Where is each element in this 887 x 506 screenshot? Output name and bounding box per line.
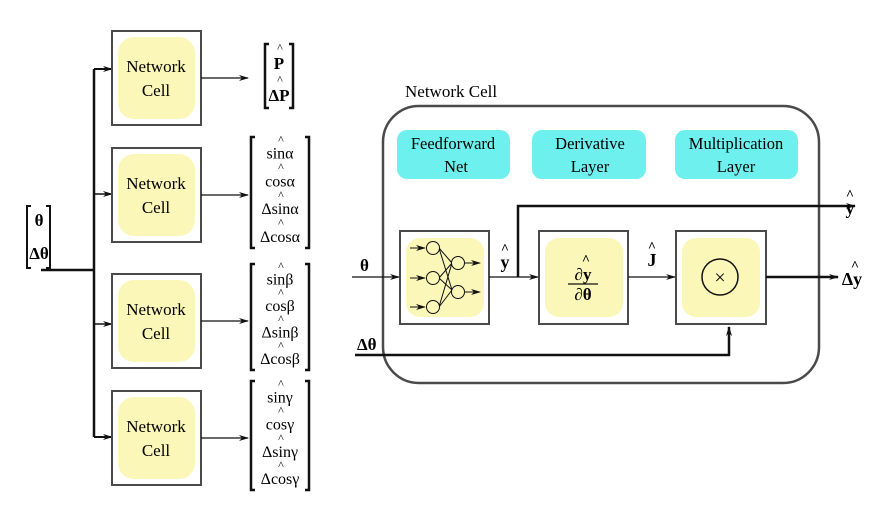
connections [352,203,856,357]
feedforward-block [399,230,490,325]
bus-lines [41,66,113,440]
svg-text:Cell: Cell [142,441,171,460]
hat-mark: ^ [278,286,284,300]
svg-text:Cell: Cell [142,198,171,217]
label-theta: θ [360,256,369,275]
hat-mark: ^ [278,458,284,472]
hat-mark: ^ [278,339,284,353]
svg-text:×: × [714,267,725,289]
label-dtheta: Δθ [357,335,377,354]
hat-mark: ^ [278,132,284,146]
output-dy: Δy [842,269,862,289]
svg-text:Network: Network [126,174,186,193]
hat-mark: ^ [278,431,284,445]
svg-text:Multiplication: Multiplication [689,134,783,153]
svg-text:Network: Network [126,57,186,76]
svg-text:Cell: Cell [142,81,171,100]
output-vector-2: ^sinα^cosα^Δsinα^Δcosα [249,132,311,250]
input-vector: θ Δθ [26,205,51,269]
svg-text:Layer: Layer [717,157,756,176]
output-item: Δcosα [260,229,301,246]
svg-text:Net: Net [444,157,468,176]
svg-text:^: ^ [501,242,509,257]
input-theta: θ [35,211,44,230]
hat-mark: ^ [278,216,284,230]
label-yhat: y [501,252,510,272]
hat-mark: ^ [278,188,284,202]
neural-net-icon [410,241,481,314]
output-item: cosγ [266,417,294,434]
svg-text:^: ^ [846,188,854,203]
derivative-block: ^ ∂y ∂θ [538,230,629,325]
output-item: sinγ [267,389,293,406]
output-y: y [846,198,855,218]
svg-text:^: ^ [648,240,656,255]
output-item: sinβ [267,272,294,289]
svg-text:Layer: Layer [571,157,610,176]
output-vector-4: ^sinγ^cosγ^Δsinγ^Δcosγ [249,376,311,492]
output-item: cosα [265,173,295,190]
derivative-denominator: ∂θ [574,285,591,304]
derivative-numerator: ∂y [575,265,592,284]
output-item: Δsinγ [262,444,298,461]
legend-multiplication: Multiplication Layer [675,130,798,179]
hat-mark: ^ [278,259,284,273]
input-dtheta: Δθ [29,244,49,263]
output-item: sinα [266,146,294,163]
output-vector-3: ^sinβ^cosβ^Δsinβ^Δcosβ [249,259,311,372]
svg-text:Cell: Cell [142,324,171,343]
label-jhat: J [648,250,657,270]
network-cell-title: Network Cell [405,82,497,101]
network-cell-container [381,104,821,385]
svg-text:Feedforward: Feedforward [411,134,496,153]
svg-text:^: ^ [582,253,590,268]
hat-mark: ^ [278,404,284,418]
output-item: Δsinβ [261,325,298,342]
output-item: ΔP [268,86,289,105]
legend-feedforward: Feedforward Net [397,130,510,179]
output-item: Δcosγ [261,471,300,488]
hat-mark: ^ [278,160,284,174]
output-vector-1: ^P^ΔP [263,40,295,110]
output-item: cosβ [265,298,294,315]
svg-text:^: ^ [851,259,859,274]
output-item: Δcosβ [260,351,300,368]
hat-mark: ^ [277,40,283,54]
legend-derivative: Derivative Layer [532,130,646,179]
hat-mark: ^ [278,312,284,326]
hat-mark: ^ [277,72,283,86]
multiplication-block: × [675,230,767,325]
output-item: P [274,54,284,73]
hat-mark: ^ [278,376,284,390]
svg-text:Network: Network [126,300,186,319]
svg-text:Network: Network [126,417,186,436]
svg-text:Derivative: Derivative [555,134,625,153]
output-item: Δsinα [261,201,299,218]
multiply-icon [701,258,739,296]
